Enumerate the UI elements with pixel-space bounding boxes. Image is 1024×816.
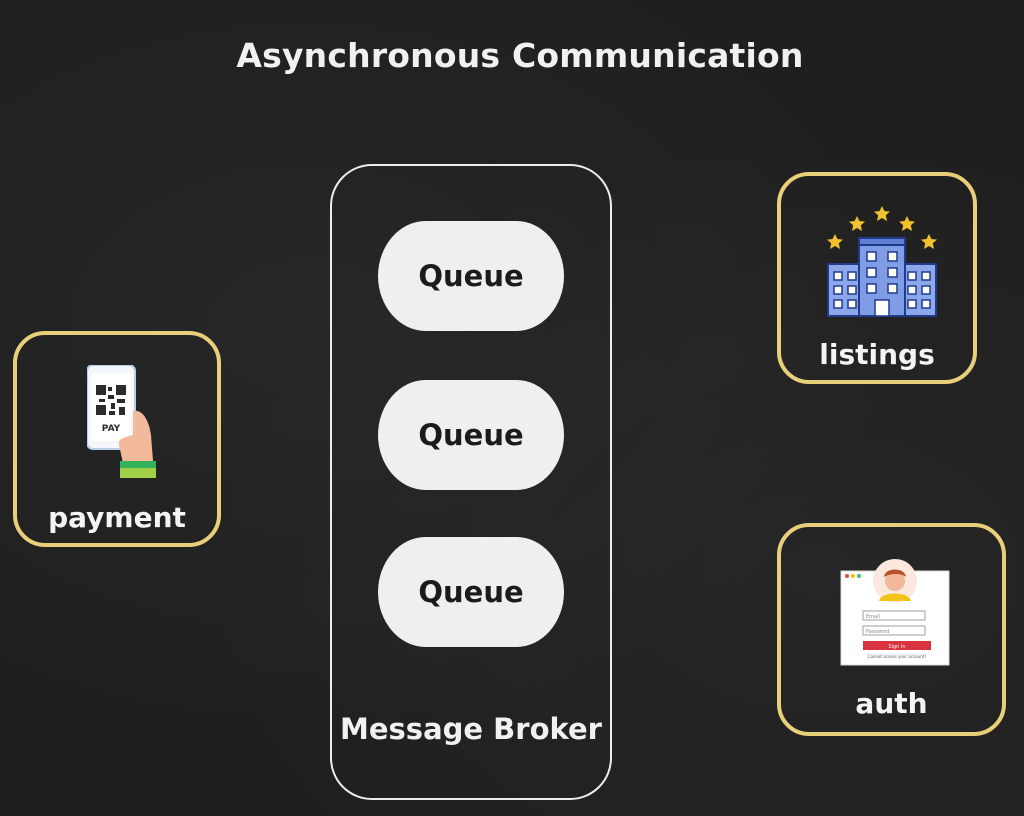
password-field-placeholder: Password bbox=[866, 629, 889, 635]
queue-2: Queue bbox=[378, 380, 564, 490]
hotel-building-icon bbox=[827, 206, 937, 317]
auth-service-box: Email Password Sign In Cannot access you… bbox=[777, 523, 1006, 736]
message-broker-container bbox=[330, 164, 612, 800]
listings-label: listings bbox=[819, 338, 935, 371]
listings-service-box: listings bbox=[777, 172, 977, 384]
email-field-placeholder: Email bbox=[866, 614, 880, 620]
qr-payment-phone-icon: PAY bbox=[87, 365, 156, 478]
login-form-icon: Email Password Sign In Cannot access you… bbox=[840, 559, 950, 666]
queue-1: Queue bbox=[378, 221, 564, 331]
queue-3: Queue bbox=[378, 537, 564, 647]
payment-label: payment bbox=[48, 501, 186, 534]
diagram-title: Asynchronous Communication bbox=[236, 36, 804, 75]
sign-in-button-text: Sign In bbox=[888, 644, 905, 650]
message-broker-label: Message Broker bbox=[340, 712, 602, 746]
cannot-access-link-text: Cannot access your account? bbox=[868, 654, 927, 659]
pay-icon-text: PAY bbox=[102, 424, 121, 434]
payment-service-box: PAY payment bbox=[13, 331, 221, 547]
auth-label: auth bbox=[855, 687, 928, 720]
